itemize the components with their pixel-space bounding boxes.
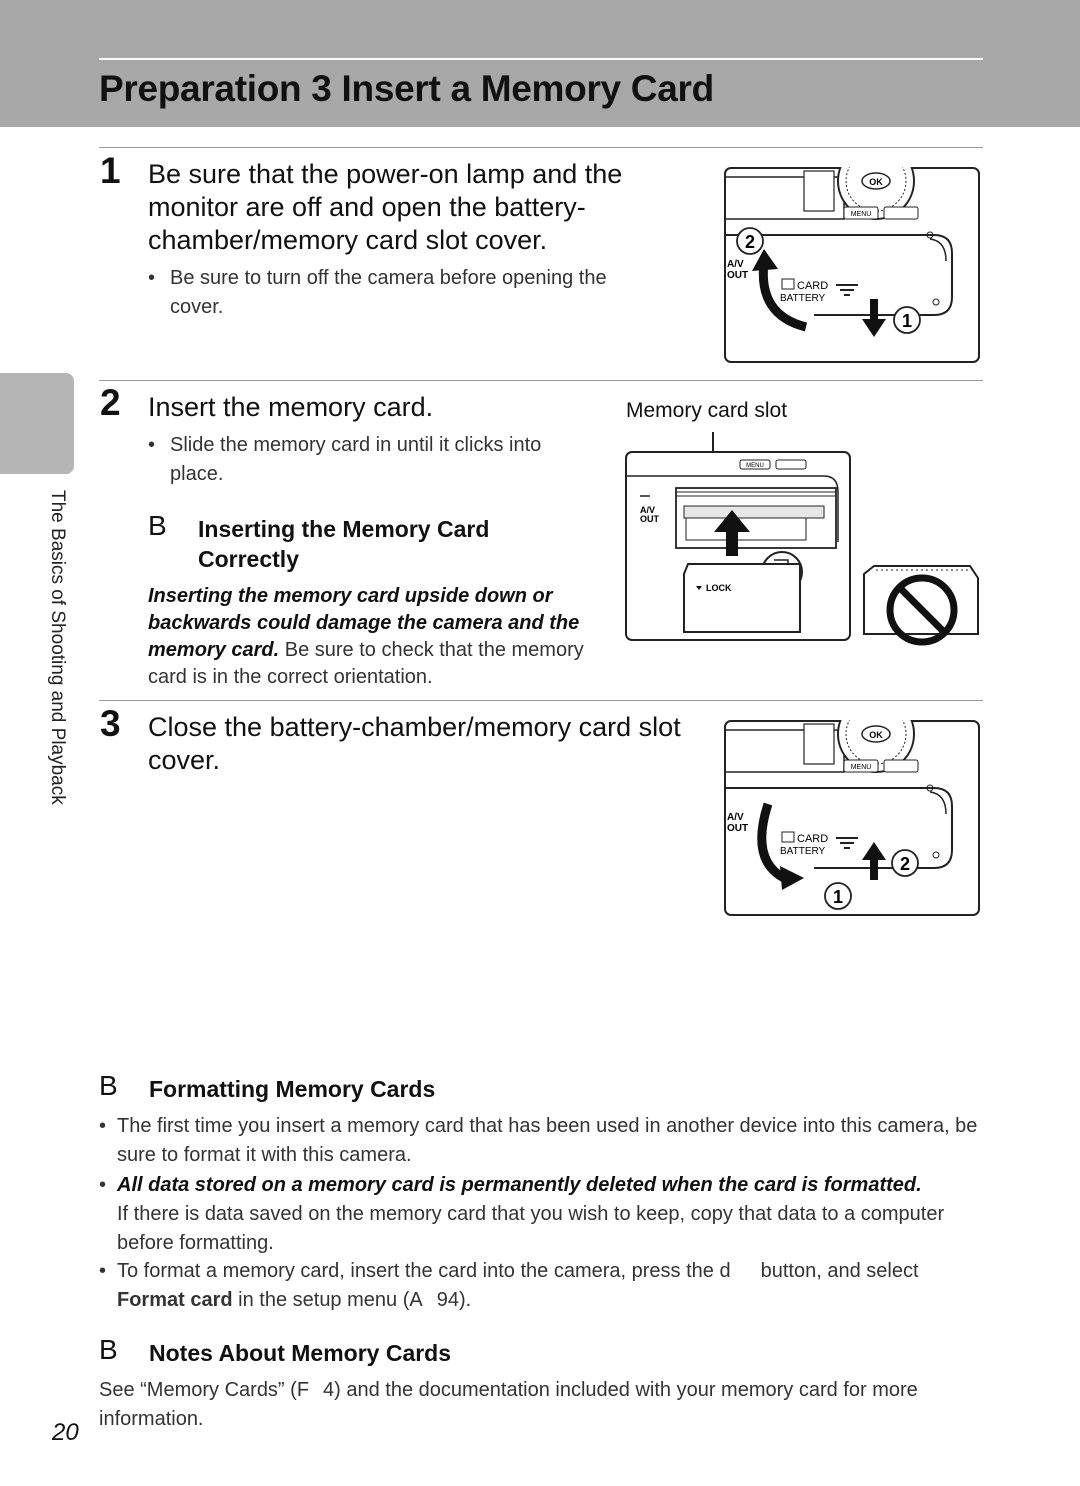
notes-segment: 4) and the documentation included with y… xyxy=(323,1379,918,1401)
ok-label: OK xyxy=(869,177,883,187)
step-title: Be sure that the power-on lamp and the m… xyxy=(148,158,622,257)
section-label: The Basics of Shooting and Playback xyxy=(47,490,68,805)
bullet-text: Be sure to turn off the camera before op… xyxy=(170,267,607,289)
caution-line: Inserting the memory card upside down or xyxy=(148,585,553,607)
step-number: 3 xyxy=(100,703,121,744)
bullet-segment: To format a memory card, insert the card… xyxy=(117,1260,720,1282)
step-title-line: monitor are off and open the battery- xyxy=(148,192,586,222)
bullet-item: • Be sure to turn off the camera before … xyxy=(148,264,668,322)
ok-label: OK xyxy=(869,730,883,740)
callout-1: 1 xyxy=(833,887,843,907)
caution-title-line: Inserting the Memory Card xyxy=(198,516,490,542)
bullet-text: before formatting. xyxy=(117,1232,274,1254)
caution-line: card is in the correct orientation. xyxy=(148,666,433,688)
section-heading: Formatting Memory Cards xyxy=(149,1076,436,1102)
divider xyxy=(99,700,983,701)
page-ref-glyph: F xyxy=(296,1379,310,1401)
bullet-text: Format card in the setup menu (A 94). xyxy=(99,1286,999,1315)
bullet-text: If there is data saved on the memory car… xyxy=(117,1203,945,1225)
bullet-segment: in the setup menu ( xyxy=(232,1289,410,1311)
open-cover-illustration: OK MENU A/V OUT CARD BATTERY 2 1 xyxy=(724,167,980,363)
step-title: Close the battery-chamber/memory card sl… xyxy=(148,711,681,777)
caution-emphasis: memory card. xyxy=(148,639,280,661)
section-heading: Notes About Memory Cards xyxy=(149,1340,452,1366)
notes-segment: See “Memory Cards” ( xyxy=(99,1379,297,1401)
header-band xyxy=(0,0,1080,127)
header-rule xyxy=(99,58,983,60)
bullet-dot: • xyxy=(99,1260,107,1282)
caution-line: memory card. Be sure to check that the m… xyxy=(148,637,608,664)
caution-title-line: Correctly xyxy=(198,546,299,572)
bullet-dot: • xyxy=(148,267,156,289)
caution-line: backwards could damage the camera and th… xyxy=(148,612,580,634)
battery-label: BATTERY xyxy=(780,846,826,857)
section-tab xyxy=(0,373,74,474)
caution-title: Inserting the Memory Card Correctly xyxy=(198,514,489,574)
callout-2: 2 xyxy=(745,232,755,252)
step-title-line: cover. xyxy=(148,745,221,775)
step-title: Insert the memory card. xyxy=(148,392,434,422)
page-ref-glyph: A xyxy=(409,1289,423,1311)
callout-1: 1 xyxy=(902,311,912,331)
bullet-text: place. xyxy=(170,463,224,485)
out-label: OUT xyxy=(640,514,660,524)
step-number: 2 xyxy=(100,382,121,423)
bullet-text: cover. xyxy=(170,296,224,318)
menu-label: MENU xyxy=(851,764,872,771)
bullet-dot: • xyxy=(99,1115,107,1137)
menu-label: MENU xyxy=(746,463,764,469)
bullet-text: Slide the memory card in until it clicks… xyxy=(170,434,542,456)
step-title-line: Be sure that the power-on lamp and the xyxy=(148,159,623,189)
card-label: CARD xyxy=(797,280,828,292)
notes-line: information. xyxy=(99,1408,204,1430)
divider xyxy=(99,380,983,381)
av-label: A/V xyxy=(727,259,744,270)
av-label: A/V xyxy=(727,812,744,823)
bullet-segment: button, and select xyxy=(760,1260,919,1282)
menu-label: MENU xyxy=(851,211,872,218)
step-title-line: chamber/memory card slot cover. xyxy=(148,225,548,255)
bullet-dot: • xyxy=(148,434,156,456)
step-title-line: Close the battery-chamber/memory card sl… xyxy=(148,712,681,742)
bullet-item: • All data stored on a memory card is pe… xyxy=(99,1171,999,1258)
step-number: 1 xyxy=(100,150,121,191)
bullet-item: • Slide the memory card in until it clic… xyxy=(148,431,598,489)
callout-2: 2 xyxy=(900,854,910,874)
close-cover-illustration: OK MENU A/V OUT CARD BATTERY 1 2 xyxy=(724,720,980,916)
menu-button-glyph: d xyxy=(719,1260,731,1282)
caution-text: Inserting the memory card upside down or… xyxy=(148,583,608,691)
battery-label: BATTERY xyxy=(780,293,826,304)
bullet-item: • To format a memory card, insert the ca… xyxy=(99,1257,999,1315)
figure-label: Memory card slot xyxy=(626,399,788,422)
bullet-text: The first time you insert a memory card … xyxy=(117,1115,978,1137)
bullet-text: To format a memory card, insert the card… xyxy=(99,1257,999,1286)
divider xyxy=(99,147,983,148)
page-title: Preparation 3 Insert a Memory Card xyxy=(99,68,714,109)
caution-mark: B xyxy=(99,1070,118,1101)
out-label: OUT xyxy=(727,270,748,281)
menu-item-name: Format card xyxy=(117,1289,233,1311)
av-label: A/V xyxy=(640,505,655,515)
page-ref: 94). xyxy=(436,1289,472,1311)
bullet-text: sure to format it with this camera. xyxy=(117,1144,412,1166)
caution-mark: B xyxy=(148,510,167,541)
bullet-dot: • xyxy=(99,1174,107,1196)
caution-mark: B xyxy=(99,1334,118,1365)
bullet-item: • The first time you insert a memory car… xyxy=(99,1112,999,1170)
card-label: CARD xyxy=(797,833,828,845)
lock-label: LOCK xyxy=(706,583,732,593)
page-number: 20 xyxy=(52,1419,79,1446)
out-label: OUT xyxy=(727,823,748,834)
notes-line: See “Memory Cards” (F 4) and the document… xyxy=(99,1376,999,1405)
caution-rest: Be sure to check that the memory xyxy=(279,639,584,661)
bullet-emphasis: All data stored on a memory card is perm… xyxy=(117,1174,922,1196)
notes-text: See “Memory Cards” (F 4) and the document… xyxy=(99,1376,999,1434)
card-slot-illustration: MENU A/V OUT LOCK xyxy=(625,432,979,646)
